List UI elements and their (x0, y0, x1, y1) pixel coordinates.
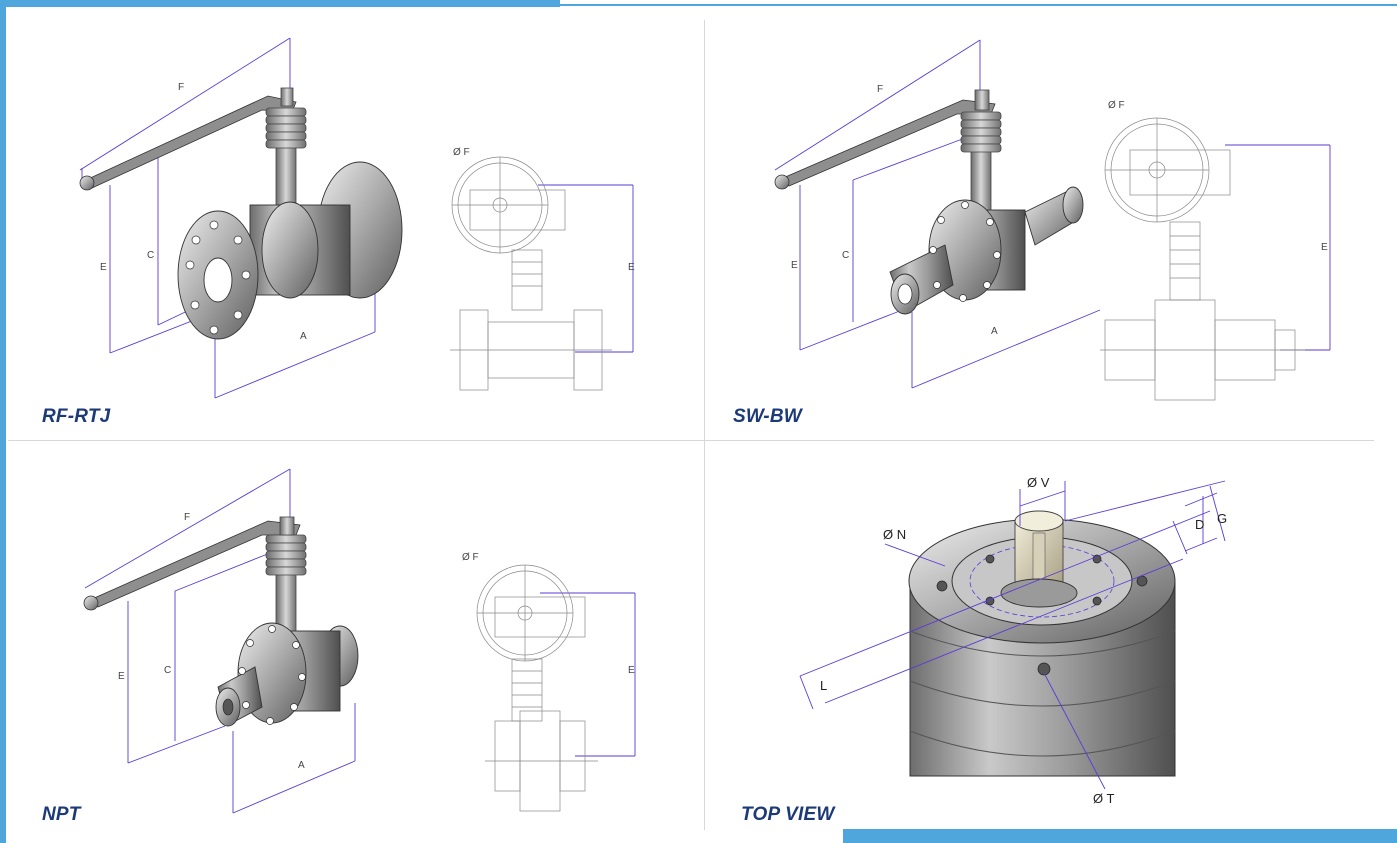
top-view-label-v: Ø V (1027, 475, 1050, 490)
rf-rtj-drawing: F E C A (79, 37, 635, 399)
sw-bw-label-a: A (991, 326, 998, 337)
panel-top-view: Ø V Ø N D G L Ø T TOP VIEW (705, 441, 1397, 829)
rf-rtj-label-a: A (300, 331, 307, 342)
panel-sw-bw: F E C A (705, 0, 1397, 440)
vertical-divider (704, 20, 705, 830)
npt-drawing: F E C A (83, 468, 636, 814)
rf-rtj-label-c: C (147, 250, 154, 261)
sw-bw-label-e: E (791, 260, 798, 271)
npt-label-f: F (184, 512, 190, 523)
top-view-label-t: Ø T (1093, 791, 1114, 806)
rf-rtj-side-view (450, 156, 612, 391)
top-view-drawing: Ø V Ø N D G L Ø T (799, 475, 1227, 806)
top-view-label-n: Ø N (883, 527, 906, 542)
sw-bw-label-f: F (877, 84, 883, 95)
caption-rf-rtj: RF-RTJ (42, 406, 111, 427)
sw-bw-side-label-e: E (1321, 242, 1328, 253)
top-accent-bar (0, 0, 560, 7)
rf-rtj-side-label-e: E (628, 262, 635, 273)
caption-top-view: TOP VIEW (741, 804, 835, 825)
top-view-label-d: D (1195, 517, 1204, 532)
actuator-top-icon (908, 510, 1176, 777)
top-view-label-g: G (1217, 511, 1227, 526)
rf-rtj-dimension-lines (79, 37, 634, 399)
npt-side-label-e: E (628, 665, 635, 676)
horizontal-divider (8, 440, 1374, 441)
bottom-accent-bar (843, 829, 1397, 843)
top-view-dimension-lines (799, 480, 1226, 790)
valve-bonnet-icon (265, 516, 307, 642)
npt-label-c: C (164, 665, 171, 676)
top-view-label-l: L (820, 678, 827, 693)
npt-label-e: E (118, 671, 125, 682)
sw-bw-side-label-f: Ø F (1108, 100, 1125, 111)
panel-rf-rtj: F E C A (0, 0, 704, 440)
caption-npt: NPT (42, 804, 81, 825)
npt-side-view (476, 564, 598, 812)
sw-bw-dimension-lines (774, 39, 1331, 389)
rf-rtj-label-e: E (100, 262, 107, 273)
valve-bonnet-icon (265, 87, 307, 211)
rf-rtj-label-f: F (178, 82, 184, 93)
panel-npt: F E C A (0, 441, 704, 841)
valve-body-icon (177, 161, 403, 340)
npt-dimension-lines (84, 468, 636, 814)
caption-sw-bw: SW-BW (733, 406, 802, 427)
npt-side-label-f: Ø F (462, 552, 479, 563)
lever-handle-icon (79, 95, 297, 191)
sw-bw-label-c: C (842, 250, 849, 261)
rf-rtj-side-label-f: Ø F (453, 147, 470, 158)
top-accent-line (0, 4, 1397, 6)
valve-body-icon (889, 186, 1084, 315)
valve-body-icon (215, 622, 359, 727)
left-accent-bar (0, 0, 6, 843)
sw-bw-drawing: F E C A (774, 39, 1331, 401)
npt-label-a: A (298, 760, 305, 771)
valve-bonnet-icon (960, 89, 1002, 213)
sw-bw-side-view (1100, 117, 1305, 401)
